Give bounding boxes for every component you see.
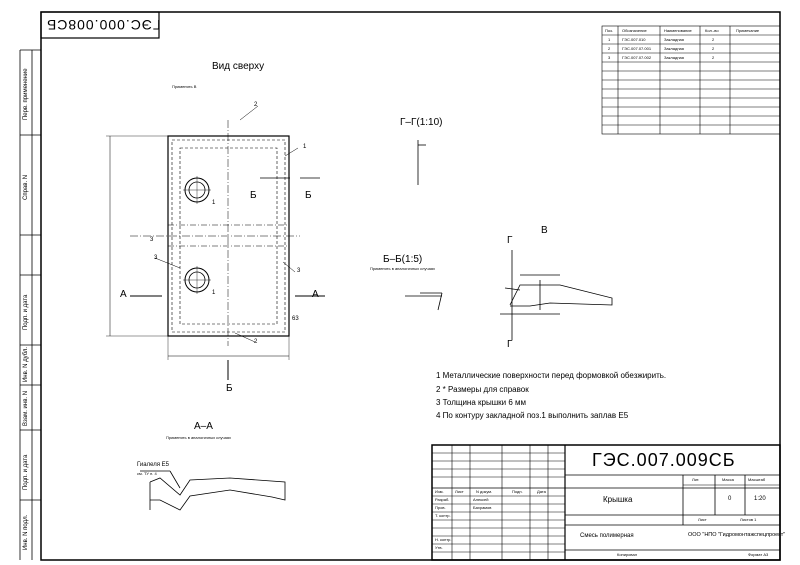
sheet-label: Лист [698,517,707,522]
spec-table [601,25,781,135]
material: Смесь полимерная [580,533,634,539]
spec-hdr-name: Наименование [664,28,692,33]
note-1: 1 Металлические поверхности перед формов… [436,371,667,380]
section-bb [405,292,443,311]
spec-r3-pos: 3 [608,55,611,60]
person-razrab: Алексей [473,497,489,502]
part-name: Крышка [603,495,633,504]
person-prov: Бахрамов [473,505,492,510]
callout-1b: 1 [212,200,216,206]
weld-label: Гиалеля Е5 [137,462,169,468]
format-label: Формат А3 [748,552,769,557]
spec-r1-pos: 1 [608,37,611,42]
spec-r1-qty: 2 [712,37,715,42]
section-g-bottom: Г [507,339,513,350]
mass-value: 0 [728,496,732,502]
scale-header: Масштаб [748,477,766,482]
strip-inv-podl: Инв. N подл. [23,514,29,550]
role-prov: Пров. [435,505,446,510]
view-v-title: В [541,225,548,236]
view-aa-note: Применять в аналогичных случаях [166,435,231,440]
role-data: Дата [537,489,546,494]
role-razrab: Разраб. [435,497,450,502]
spec-r3-name: Закладная [664,55,684,60]
note-2: 2 * Размеры для справок [436,385,529,394]
view-gg-title: Г–Г(1:10) [400,117,443,128]
callout-3: 3 [150,237,154,243]
note-4: 4 По контуру закладной поз.1 выполнить з… [436,411,629,420]
callout-3b: 3 [154,255,158,261]
designation: ГЭС.007.009СБ [592,450,736,470]
role-izm: Изм. [435,489,444,494]
view-top-title: Вид сверху [212,61,265,72]
note-3: 3 Толщина крышки 6 мм [436,398,526,407]
strip-vzam: Взам. инв. N [23,390,29,426]
spec-hdr-pos: Поз. [605,28,613,33]
callout-1: 1 [303,144,307,150]
flipped-drawing-code: ГЭС.000.008СБ [46,17,161,33]
spec-r2-pos: 2 [608,46,611,51]
role-list: Лист [455,489,464,494]
callout-2: 2 [254,102,258,108]
role-nkontr: Н. контр. [435,537,452,542]
strip-sprav: Справ. N [23,174,29,200]
sheet-frame [40,11,781,561]
spec-r3-qty: 2 [712,55,715,60]
spec-hdr-code: Обозначение [622,28,647,33]
section-b-top2: Б [305,190,312,201]
strip-podp1: Подп. и дата [23,294,29,330]
callout-3c: 3 [297,268,301,274]
weld-sub: см. ТУ п. 4 [137,471,157,476]
section-b-top: Б [250,190,257,201]
spec-r2-name: Закладная [664,46,684,51]
copied-label: Копировал [617,552,638,557]
section-b-bottom: Б [226,383,233,394]
view-bb-note: Применять в аналогичных случаях [370,266,435,271]
role-podp: Подп. [512,489,523,494]
spec-r3-code: ГЭС.007.07.002 [622,55,652,60]
scale-value: 1:20 [754,496,766,502]
organization: ООО "НПО "Гидромонтажспецпроект" [688,532,786,538]
spec-hdr-qty: Кол.-во [705,28,719,33]
role-tkontr: Т. контр. [435,513,451,518]
callout-2b: 2 [254,339,258,345]
spec-r2-qty: 2 [712,46,715,51]
strip-podp2: Подп. и дата [23,454,29,490]
callout-63: 63 [292,316,299,322]
section-a-right: А [312,289,319,300]
section-a-left: А [120,289,127,300]
spec-r2-code: ГЭС.007.07.001 [622,46,652,51]
spec-r1-code: ГЭС.007.010 [622,37,646,42]
section-g-top: Г [507,235,513,246]
lit-header: Лит. [692,477,700,482]
callout-1c: 1 [212,290,216,296]
role-ndok: N докум. [476,489,493,494]
view-bb-title: Б–Б(1:5) [383,254,423,265]
detail-v [500,250,613,340]
spec-hdr-note: Примечание [736,28,760,33]
apply-v-label: Применять В [172,84,197,89]
section-gg [417,140,426,185]
section-aa [140,470,286,511]
plan-view [106,105,325,380]
spec-r1-name: Закладная [664,37,684,42]
strip-inv-dubl: Инв. N дубл. [23,346,29,382]
strip-perv: Перв. применение [23,68,29,120]
title-block-lines [431,444,781,561]
mass-header: Масса [722,477,734,482]
view-aa-title: А–А [194,421,213,432]
sheets-label: Листов 1 [740,517,757,522]
role-utv: Утв. [435,545,443,550]
